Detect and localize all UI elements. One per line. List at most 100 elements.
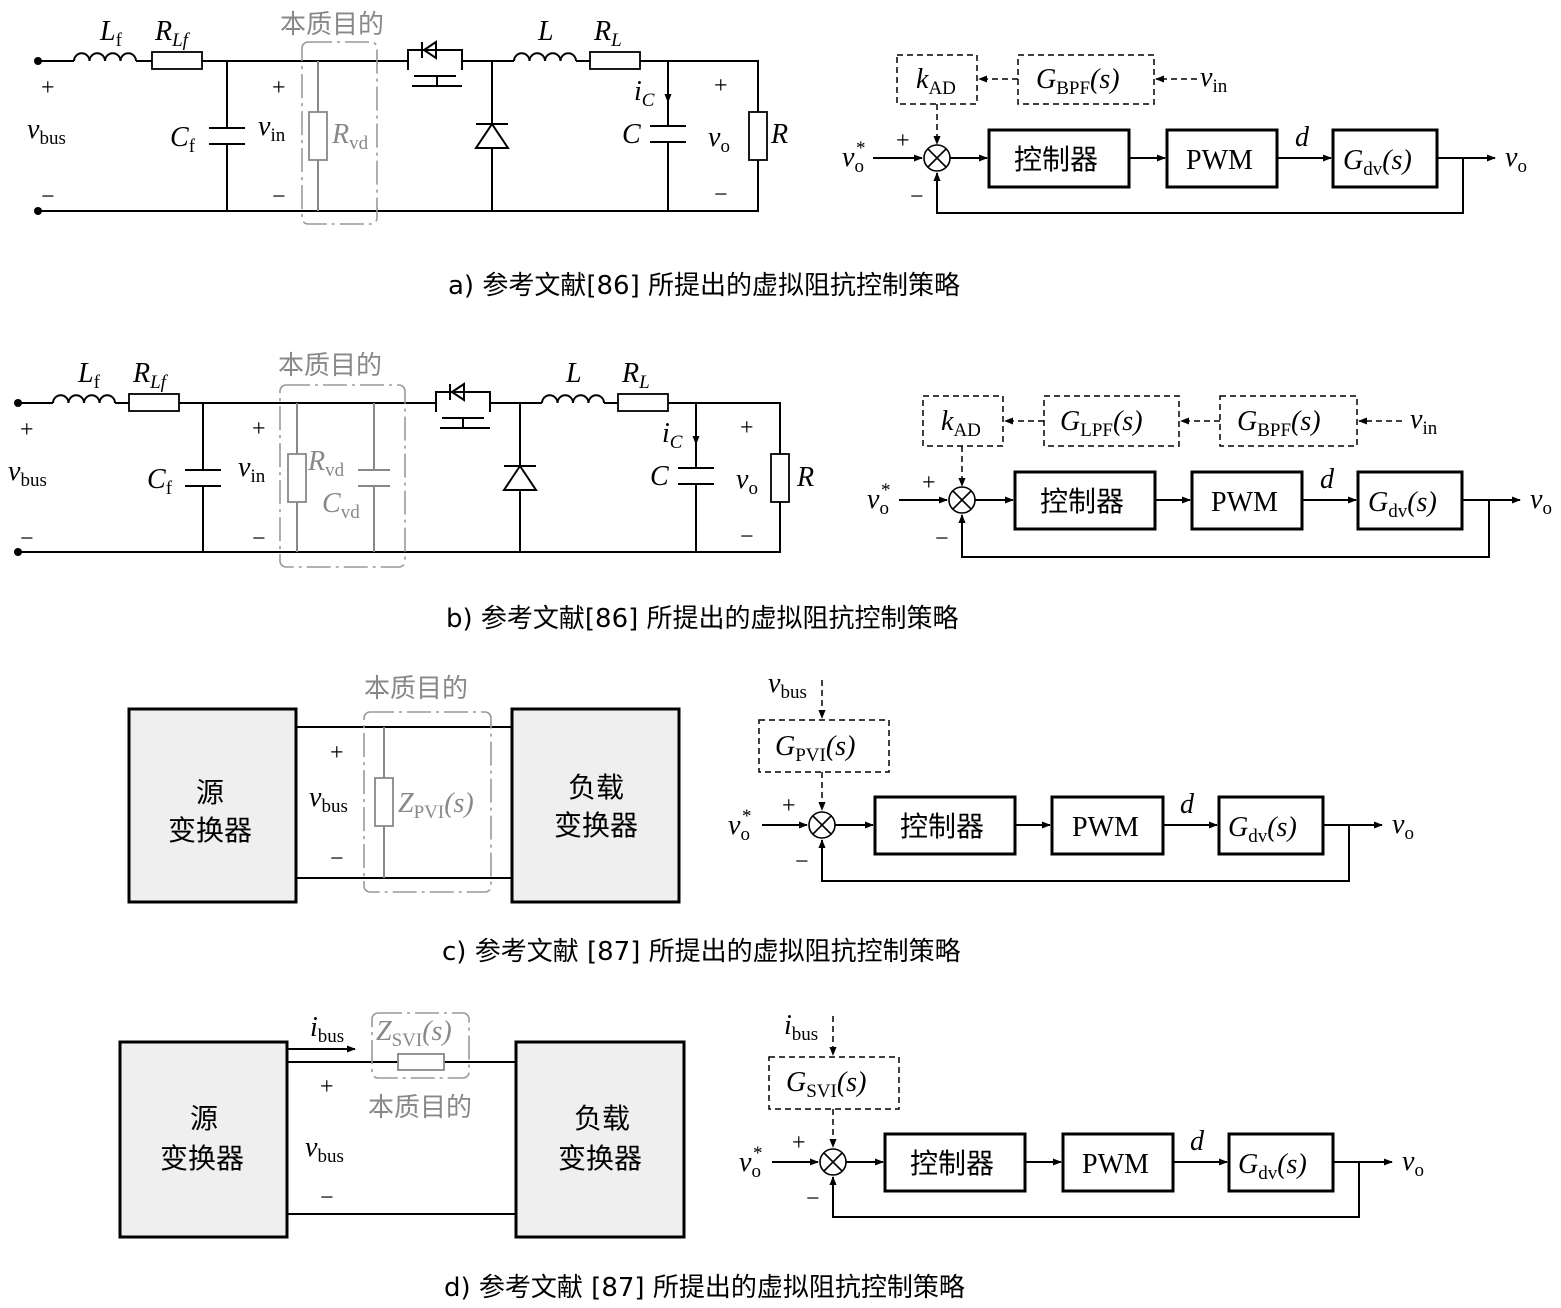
- svg-text:ibus: ibus: [784, 1010, 818, 1045]
- svg-text:Lf: Lf: [77, 358, 101, 393]
- svg-text:ibus: ibus: [310, 1012, 344, 1047]
- svg-text:−: −: [910, 184, 924, 210]
- svg-text:GBPF(s): GBPF(s): [1237, 406, 1321, 441]
- svg-text:Cf: Cf: [170, 122, 196, 157]
- svg-text:vo: vo: [1505, 142, 1527, 177]
- svg-text:本质目的: 本质目的: [364, 674, 468, 704]
- svg-text:−: −: [320, 1185, 334, 1211]
- svg-text:Gdv(s): Gdv(s): [1343, 145, 1412, 180]
- svg-text:源: 源: [196, 776, 224, 809]
- svg-text:+: +: [41, 75, 55, 101]
- svg-text:Gdv(s): Gdv(s): [1228, 812, 1297, 847]
- svg-text:−: −: [252, 526, 266, 552]
- svg-text:vin: vin: [1200, 62, 1228, 97]
- svg-text:vo: vo: [736, 464, 758, 499]
- pwm-block: [1165, 128, 1279, 189]
- inductor-Lf: [73, 52, 137, 62]
- svg-text:vo*: vo*: [739, 1143, 762, 1182]
- load-converter: [510, 707, 681, 904]
- panel-a-circuit: 本质目的 Lf RLf + vbus − Cf + vin − Rvd L RL…: [27, 10, 788, 225]
- svg-text:控制器: 控制器: [1014, 143, 1098, 176]
- svg-text:vo: vo: [1402, 1146, 1424, 1181]
- svg-text:R: R: [770, 119, 788, 150]
- svg-text:+: +: [320, 1074, 334, 1100]
- svg-text:+: +: [792, 1130, 806, 1156]
- diode: [474, 61, 510, 211]
- panel-c-control: vbus GPVI(s) vo* + − 控制器 PWM d Gdv(s) vo: [728, 668, 1414, 882]
- svg-text:Cvd: Cvd: [322, 488, 360, 523]
- kAD-block: [896, 54, 978, 105]
- svg-text:−: −: [272, 184, 286, 210]
- caption-b: b) 参考文献[86] 所提出的虚拟阻抗控制策略: [446, 604, 959, 634]
- svg-text:Rvd: Rvd: [331, 119, 369, 154]
- svg-text:L: L: [537, 16, 554, 47]
- inductor-L: [513, 52, 577, 62]
- svg-text:vbus: vbus: [309, 782, 348, 817]
- source-converter-d: [118, 1040, 289, 1239]
- load-converter-d: [514, 1040, 686, 1239]
- svg-text:负载: 负载: [574, 1102, 630, 1135]
- virtual-impedance-ZPVI: [374, 777, 394, 827]
- svg-text:控制器: 控制器: [1040, 485, 1124, 518]
- svg-text:+: +: [330, 740, 344, 766]
- svg-text:vbus: vbus: [305, 1132, 344, 1167]
- svg-text:d: d: [1190, 1126, 1205, 1157]
- svg-text:d: d: [1320, 464, 1335, 495]
- svg-text:+: +: [272, 75, 286, 101]
- svg-text:vo*: vo*: [728, 806, 751, 845]
- svg-text:iC: iC: [634, 76, 655, 111]
- svg-text:+: +: [714, 73, 728, 99]
- svg-text:−: −: [740, 524, 754, 550]
- svg-text:−: −: [41, 184, 55, 210]
- virtual-resistor-Rvd-b: [287, 453, 307, 503]
- svg-text:d: d: [1180, 789, 1195, 820]
- svg-text:PWM: PWM: [1186, 145, 1253, 176]
- svg-text:−: −: [806, 1186, 820, 1212]
- svg-text:+: +: [740, 415, 754, 441]
- svg-text:GSVI(s): GSVI(s): [786, 1067, 866, 1102]
- svg-text:−: −: [935, 526, 949, 552]
- svg-text:本质目的: 本质目的: [278, 351, 382, 381]
- svg-text:+: +: [782, 793, 796, 819]
- svg-text:变换器: 变换器: [168, 814, 252, 847]
- svg-text:ZSVI(s): ZSVI(s): [376, 1016, 452, 1051]
- svg-text:Rvd: Rvd: [307, 446, 345, 481]
- svg-text:+: +: [896, 128, 910, 154]
- svg-text:Cf: Cf: [147, 464, 173, 499]
- svg-text:变换器: 变换器: [554, 809, 638, 842]
- svg-text:vin: vin: [258, 111, 286, 146]
- svg-text:C: C: [622, 119, 641, 150]
- svg-text:变换器: 变换器: [160, 1142, 244, 1175]
- panel-a-control: kAD GBPF(s) vin vo* + − 控制器 PWM d Gdv(s)…: [842, 54, 1527, 214]
- essence-box: [301, 41, 378, 225]
- svg-text:Lf: Lf: [99, 16, 123, 51]
- svg-text:C: C: [650, 461, 669, 492]
- caption-d: d) 参考文献 [87] 所提出的虚拟阻抗控制策略: [444, 1273, 965, 1303]
- svg-text:Gdv(s): Gdv(s): [1238, 1149, 1307, 1184]
- svg-text:vin: vin: [1410, 404, 1438, 439]
- svg-text:−: −: [795, 849, 809, 875]
- resistor-R: [748, 111, 768, 161]
- svg-text:+: +: [252, 416, 266, 442]
- svg-text:iC: iC: [662, 418, 683, 453]
- svg-text:vo*: vo*: [867, 480, 890, 519]
- Gdv-block: [1331, 128, 1439, 189]
- svg-text:R: R: [796, 462, 814, 493]
- svg-text:vbus: vbus: [27, 114, 66, 149]
- svg-text:ZPVI(s): ZPVI(s): [398, 788, 474, 823]
- svg-text:−: −: [714, 182, 728, 208]
- svg-text:RLf: RLf: [154, 16, 191, 51]
- svg-text:控制器: 控制器: [910, 1147, 994, 1180]
- svg-text:负载: 负载: [568, 771, 624, 804]
- svg-text:+: +: [922, 470, 936, 496]
- svg-text:vin: vin: [238, 452, 266, 487]
- svg-text:kAD: kAD: [916, 64, 956, 99]
- svg-text:控制器: 控制器: [900, 810, 984, 843]
- svg-text:vo: vo: [1530, 484, 1552, 519]
- svg-text:RL: RL: [593, 16, 622, 51]
- svg-text:PWM: PWM: [1211, 487, 1278, 518]
- caption-c: c) 参考文献 [87] 所提出的虚拟阻抗控制策略: [442, 937, 961, 967]
- caption-a: a) 参考文献[86] 所提出的虚拟阻抗控制策略: [448, 271, 960, 301]
- svg-text:GLPF(s): GLPF(s): [1060, 406, 1143, 441]
